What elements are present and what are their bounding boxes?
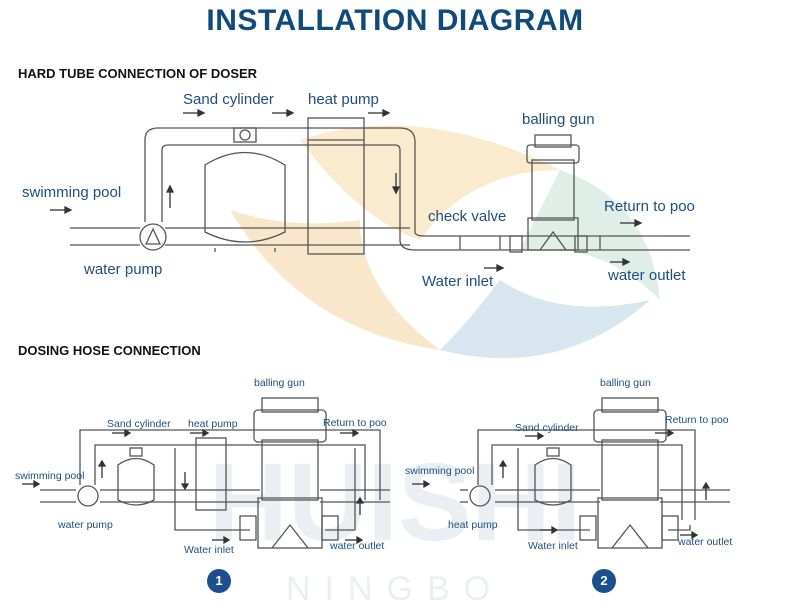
top-flow-arrows: [50, 108, 643, 273]
diagram1-number-badge: 1: [207, 569, 231, 593]
d1-label-balling-gun: balling gun: [254, 377, 305, 389]
d2-label-water-inlet: Water inlet: [528, 540, 578, 552]
label-water-outlet: water outlet: [608, 267, 686, 284]
section-heading-hard-tube: HARD TUBE CONNECTION OF DOSER: [18, 66, 258, 81]
diagram1-pipes: [40, 429, 390, 531]
diagram1-sand-filter-icon: [117, 447, 155, 506]
diagram2-doser-icon: [579, 397, 679, 549]
diagram1-pump-icon: [77, 485, 99, 507]
label-return-to-pool: Return to poo: [604, 198, 695, 215]
d2-label-swimming-pool: swimming pool: [405, 465, 475, 477]
page-title: INSTALLATION DIAGRAM: [206, 4, 584, 37]
d1-label-heat-pump: heat pump: [188, 418, 238, 430]
d2-label-heat-pump: heat pump: [448, 519, 498, 531]
section-heading-dosing-hose: DOSING HOSE CONNECTION: [18, 343, 201, 358]
label-water-inlet: Water inlet: [422, 273, 494, 290]
diagram2-pipes: [460, 429, 730, 531]
diagram2-number-badge: 2: [592, 569, 616, 593]
label-sand-cylinder: Sand cylinder: [183, 91, 274, 108]
diagram2-pump-icon: [469, 485, 491, 507]
label-heat-pump: heat pump: [308, 91, 379, 108]
d1-label-sand-cylinder: Sand cylinder: [107, 418, 171, 430]
d2-label-balling-gun: balling gun: [600, 377, 651, 389]
diagram2-sand-filter-icon: [534, 447, 572, 506]
d1-label-swimming-pool: swimming pool: [15, 470, 85, 482]
diagram1-flow-arrows: [22, 428, 365, 545]
diagram2-flow-arrows: [412, 428, 711, 540]
top-heat-pump-icon: [307, 117, 365, 255]
label-swimming-pool: swimming pool: [22, 184, 122, 201]
diagram1-heat-pump-icon: [195, 437, 227, 511]
diagram1-doser-icon: [239, 397, 339, 549]
d1-label-water-pump: water pump: [58, 519, 113, 531]
label-check-valve: check valve: [428, 208, 507, 225]
d2-label-sand-cylinder: Sand cylinder: [515, 422, 579, 434]
d1-label-return-to-pool: Return to poo: [323, 417, 387, 429]
top-sand-filter-icon: [204, 127, 286, 252]
d2-label-water-outlet: water outlet: [678, 536, 733, 548]
d2-label-return-to-pool: Return to poo: [665, 414, 729, 426]
label-balling-gun: balling gun: [522, 111, 595, 128]
label-water-pump: water pump: [84, 261, 163, 278]
top-pump-icon: [139, 223, 167, 251]
top-doser-icon: [509, 134, 588, 253]
d1-label-water-outlet: water outlet: [330, 540, 385, 552]
d1-label-water-inlet: Water inlet: [184, 544, 234, 556]
top-diagram-pipes: [70, 127, 690, 251]
